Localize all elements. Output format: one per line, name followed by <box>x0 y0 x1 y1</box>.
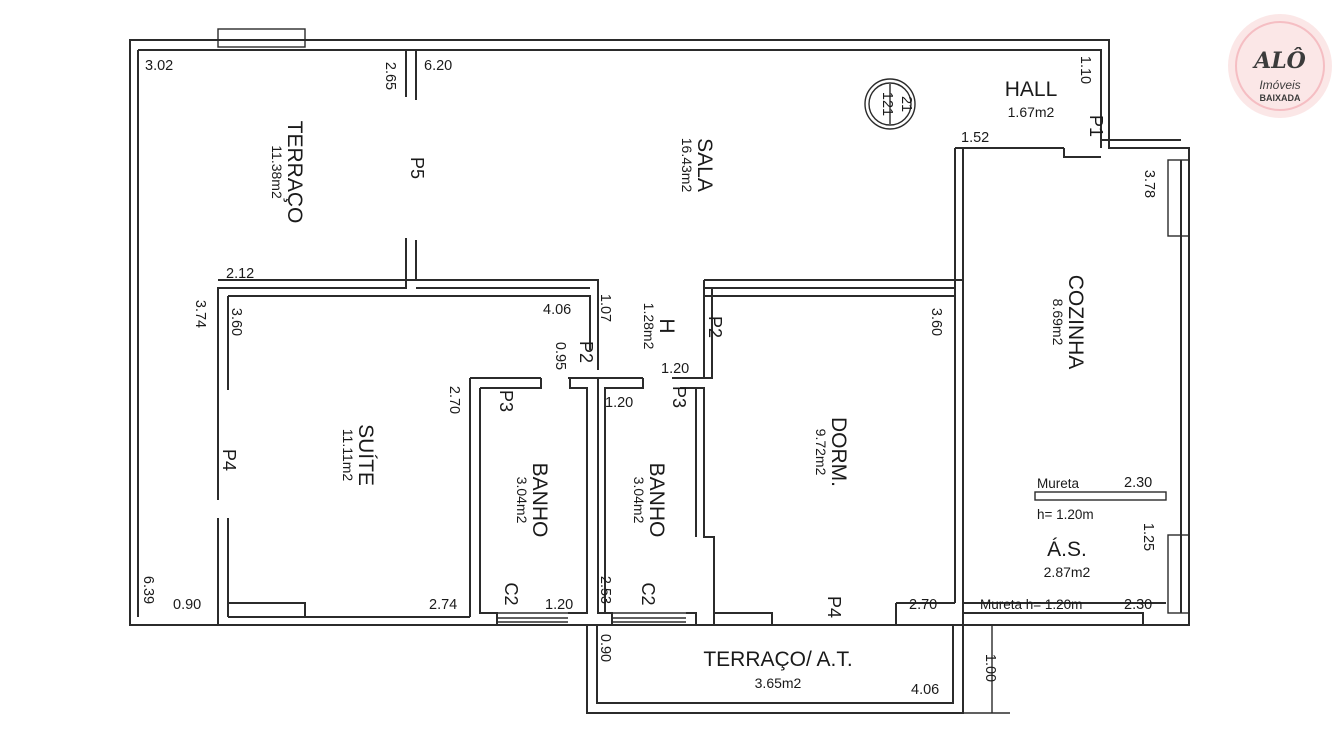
hall-name: HALL <box>1005 78 1058 101</box>
dim-095: 0.95 <box>552 342 568 370</box>
cozinha-name: COZINHA <box>1064 275 1087 370</box>
dim-120a: 1.20 <box>661 361 689 377</box>
dim-374: 3.74 <box>192 300 208 328</box>
logo-brand: ALÔ <box>1252 47 1306 74</box>
door-p1: P1 <box>1086 115 1106 137</box>
outer-walls <box>129 28 1190 626</box>
dim-302: 3.02 <box>145 58 173 74</box>
suite-area: 11.11m2 <box>340 429 356 482</box>
banho1-name: BANHO <box>528 463 551 538</box>
terraco-at-area: 3.65m2 <box>755 675 802 691</box>
dim-360b: 3.60 <box>928 308 944 336</box>
dim-406b: 4.06 <box>911 682 939 698</box>
dim-274: 2.74 <box>429 597 457 613</box>
window-c2b: C2 <box>638 582 658 605</box>
level-bottom: 121 <box>879 92 895 116</box>
door-p4a: P4 <box>219 449 239 471</box>
window-c2a: C2 <box>501 582 521 605</box>
banho2-name: BANHO <box>645 463 668 538</box>
sala-area: 16.43m2 <box>679 138 695 193</box>
dim-639: 6.39 <box>140 576 156 604</box>
room-labels: TERRAÇO 11.38m2 SALA 16.43m2 HALL 1.67m2… <box>269 78 1091 691</box>
cozinha-area: 8.69m2 <box>1050 299 1066 346</box>
dim-378: 3.78 <box>1141 170 1157 198</box>
banho1-area: 3.04m2 <box>514 477 530 524</box>
dim-270b: 2.70 <box>909 597 937 613</box>
dim-107: 1.07 <box>597 294 613 322</box>
dim-120c: 1.20 <box>545 597 573 613</box>
alo-imoveis-logo: ALÔ Imóveis BAIXADA <box>1228 14 1332 118</box>
dim-265: 2.65 <box>382 62 398 90</box>
dim-270a: 2.70 <box>446 386 462 414</box>
dim-100: 1.00 <box>982 654 998 682</box>
dim-620: 6.20 <box>424 58 452 74</box>
dorm-area: 9.72m2 <box>813 429 829 476</box>
door-p4b: P4 <box>824 596 844 618</box>
mureta-label-top: Mureta <box>1037 476 1080 491</box>
hall-area: 1.67m2 <box>1008 104 1055 120</box>
banho2-area: 3.04m2 <box>631 477 647 524</box>
mureta-labels: Mureta h= 1.20m Mureta h= 1.20m <box>980 476 1094 612</box>
mureta-label-bottom: Mureta h= 1.20m <box>980 597 1082 612</box>
dim-230a: 2.30 <box>1124 475 1152 491</box>
h-area: 1.28m2 <box>641 303 657 350</box>
terraco-area: 11.38m2 <box>269 145 285 199</box>
door-p5: P5 <box>407 157 427 179</box>
door-p2b: P2 <box>705 316 725 338</box>
sala-walls <box>416 140 1102 625</box>
dim-230b: 2.30 <box>1124 597 1152 613</box>
dorm-name: DORM. <box>827 417 850 487</box>
suite-name: SUÍTE <box>354 424 377 486</box>
terraco-walls <box>217 50 417 625</box>
sala-name: SALA <box>693 138 716 192</box>
terraco-name: TERRAÇO <box>283 121 306 224</box>
door-p2a: P2 <box>576 341 596 363</box>
dim-090b: 0.90 <box>597 634 613 662</box>
mureta-walls <box>963 491 1167 625</box>
dim-110: 1.10 <box>1077 56 1093 84</box>
dimension-labels: 3.02 2.65 6.20 1.10 1.52 3.78 2.12 3.74 … <box>140 56 1157 698</box>
dim-120b: 1.20 <box>605 395 633 411</box>
suite-walls <box>228 288 956 625</box>
dim-360a: 3.60 <box>228 308 244 336</box>
dim-253: 2.53 <box>597 576 613 604</box>
door-p3a: P3 <box>496 390 516 412</box>
logo-line1: Imóveis <box>1259 78 1300 92</box>
door-p3b: P3 <box>669 386 689 408</box>
dim-212: 2.12 <box>226 266 254 282</box>
level-marker: 21 121 <box>864 78 916 130</box>
terraco-at-walls <box>586 624 1010 714</box>
dim-090a: 0.90 <box>173 597 201 613</box>
door-labels: P1 P5 P2 P2 P3 P3 P4 P4 C2 C2 <box>219 115 1106 618</box>
dim-406a: 4.06 <box>543 302 571 318</box>
h-name: H <box>655 318 678 333</box>
as-name: Á.S. <box>1047 538 1087 561</box>
mureta-height-top: h= 1.20m <box>1037 507 1094 522</box>
dim-125: 1.25 <box>1140 523 1156 551</box>
terraco-at-name: TERRAÇO/ A.T. <box>703 648 852 671</box>
logo-line2: BAIXADA <box>1259 93 1301 103</box>
as-area: 2.87m2 <box>1044 564 1091 580</box>
dim-152: 1.52 <box>961 130 989 146</box>
c2-windows <box>497 612 686 623</box>
level-top: 21 <box>898 96 914 112</box>
